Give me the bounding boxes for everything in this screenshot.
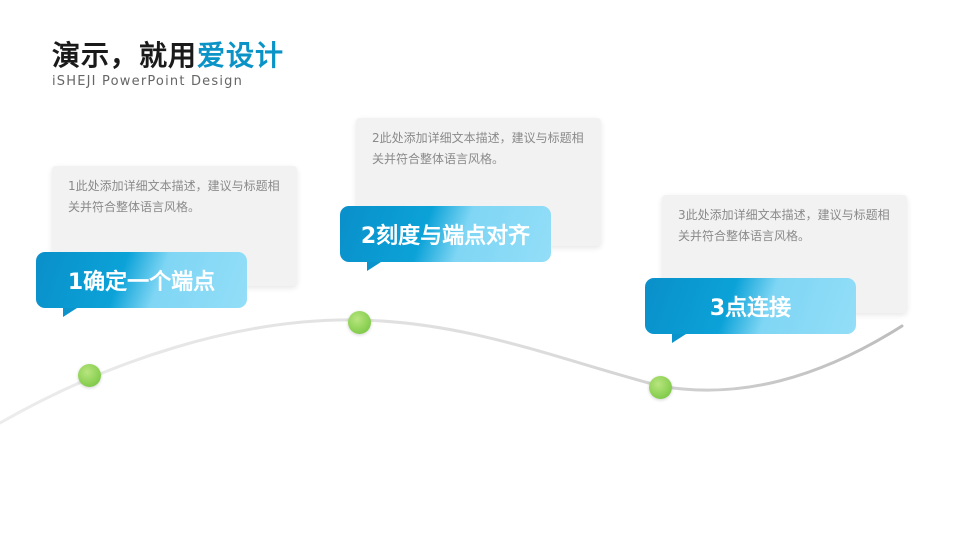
step-2-label-text: 2刻度与端点对齐 bbox=[360, 224, 531, 249]
step-1-description: 1此处添加详细文本描述，建议与标题相关并符合整体语言风格。 bbox=[68, 179, 280, 214]
step-1-card: 1此处添加详细文本描述，建议与标题相关并符合整体语言风格。 bbox=[52, 166, 297, 286]
step-2-description: 2此处添加详细文本描述，建议与标题相关并符合整体语言风格。 bbox=[372, 131, 584, 166]
step-3-description: 3此处添加详细文本描述，建议与标题相关并符合整体语言风格。 bbox=[678, 208, 890, 243]
title-main: 演示，就用 bbox=[52, 39, 198, 72]
step-3-label: 3点连接 bbox=[645, 278, 856, 343]
page-subtitle: iSHEJI PowerPoint Design bbox=[52, 74, 244, 89]
title-accent: 爱设计 bbox=[197, 39, 285, 72]
step-2-marker bbox=[348, 311, 371, 334]
step-1-label-text: 1确定一个端点 bbox=[67, 270, 216, 295]
step-3-label-text: 3点连接 bbox=[709, 296, 792, 321]
page-title: 演示，就用爱设计 bbox=[52, 34, 284, 74]
step-2-label: 2刻度与端点对齐 bbox=[340, 206, 551, 271]
step-1-label: 1确定一个端点 bbox=[36, 252, 247, 317]
timeline-path bbox=[0, 318, 904, 425]
step-1-marker bbox=[78, 364, 101, 387]
step-3-marker bbox=[649, 376, 672, 399]
